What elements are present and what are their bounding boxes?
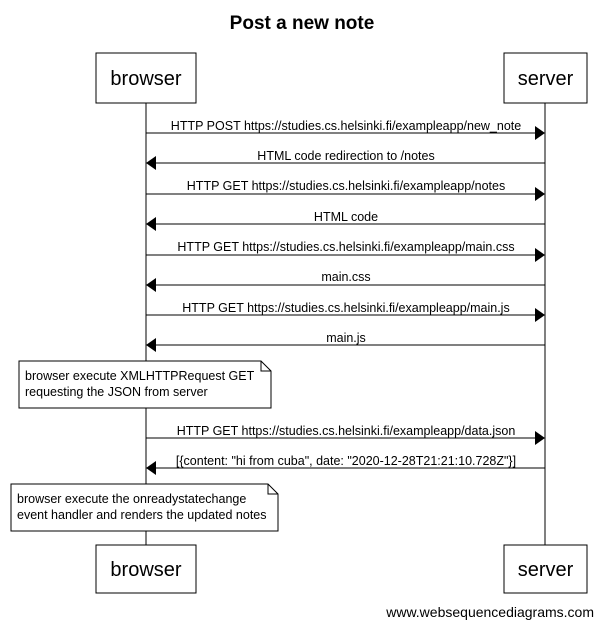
message-8: main.js: [146, 331, 545, 352]
message-label: HTTP POST https://studies.cs.helsinki.fi…: [171, 119, 521, 133]
message-label: [{content: "hi from cuba", date: "2020-1…: [176, 454, 516, 468]
arrow-head-left: [146, 338, 156, 352]
message-7: HTTP GET https://studies.cs.helsinki.fi/…: [146, 301, 545, 322]
note-line: requesting the JSON from server: [25, 385, 208, 399]
arrow-head-right: [535, 126, 545, 140]
message-2: HTML code redirection to /notes: [146, 149, 545, 170]
server-participant-top: server: [503, 52, 588, 104]
note-fold: [267, 484, 278, 495]
server-participant-bottom: server: [503, 544, 588, 594]
arrow-head-left: [146, 461, 156, 475]
note-line: browser execute the onreadystatechange: [17, 492, 246, 506]
note-box: [18, 360, 272, 409]
message-label: HTTP GET https://studies.cs.helsinki.fi/…: [182, 301, 509, 315]
note-line: event handler and renders the updated no…: [17, 508, 267, 522]
message-label: HTTP GET https://studies.cs.helsinki.fi/…: [187, 179, 505, 193]
message-6: main.css: [146, 270, 545, 292]
message-1: HTTP POST https://studies.cs.helsinki.fi…: [146, 119, 545, 140]
message-label: main.js: [326, 331, 366, 345]
browser-participant-label: browser: [110, 68, 181, 90]
message-10: [{content: "hi from cuba", date: "2020-1…: [146, 454, 545, 475]
message-label: HTTP GET https://studies.cs.helsinki.fi/…: [177, 424, 516, 438]
arrow-head-right: [535, 431, 545, 445]
message-label: HTTP GET https://studies.cs.helsinki.fi/…: [177, 240, 514, 254]
server-participant-label: server: [518, 68, 574, 90]
arrow-head-right: [535, 187, 545, 201]
note-box: [10, 483, 279, 532]
arrow-head-right: [535, 308, 545, 322]
arrow-head-right: [535, 248, 545, 262]
server-participant-label: server: [518, 559, 574, 581]
note-1: browser execute XMLHTTPRequest GET reque…: [18, 360, 272, 409]
arrow-head-left: [146, 156, 156, 170]
diagram-title: Post a new note: [230, 13, 375, 34]
message-label: HTML code: [314, 210, 378, 224]
browser-participant-bottom: browser: [95, 544, 197, 594]
message-5: HTTP GET https://studies.cs.helsinki.fi/…: [146, 240, 545, 262]
arrow-head-left: [146, 278, 156, 292]
note-line: browser execute XMLHTTPRequest GET: [25, 369, 255, 383]
message-label: HTML code redirection to /notes: [257, 149, 434, 163]
message-9: HTTP GET https://studies.cs.helsinki.fi/…: [146, 424, 545, 445]
note-fold: [260, 361, 271, 372]
browser-participant-top: browser: [95, 52, 197, 104]
message-4: HTML code: [146, 210, 545, 231]
browser-participant-label: browser: [110, 559, 181, 581]
watermark-link[interactable]: www.websequencediagrams.com: [385, 604, 594, 620]
message-3: HTTP GET https://studies.cs.helsinki.fi/…: [146, 179, 545, 201]
note-2: browser execute the onreadystatechange e…: [10, 483, 279, 532]
arrow-head-left: [146, 217, 156, 231]
message-label: main.css: [321, 270, 370, 284]
